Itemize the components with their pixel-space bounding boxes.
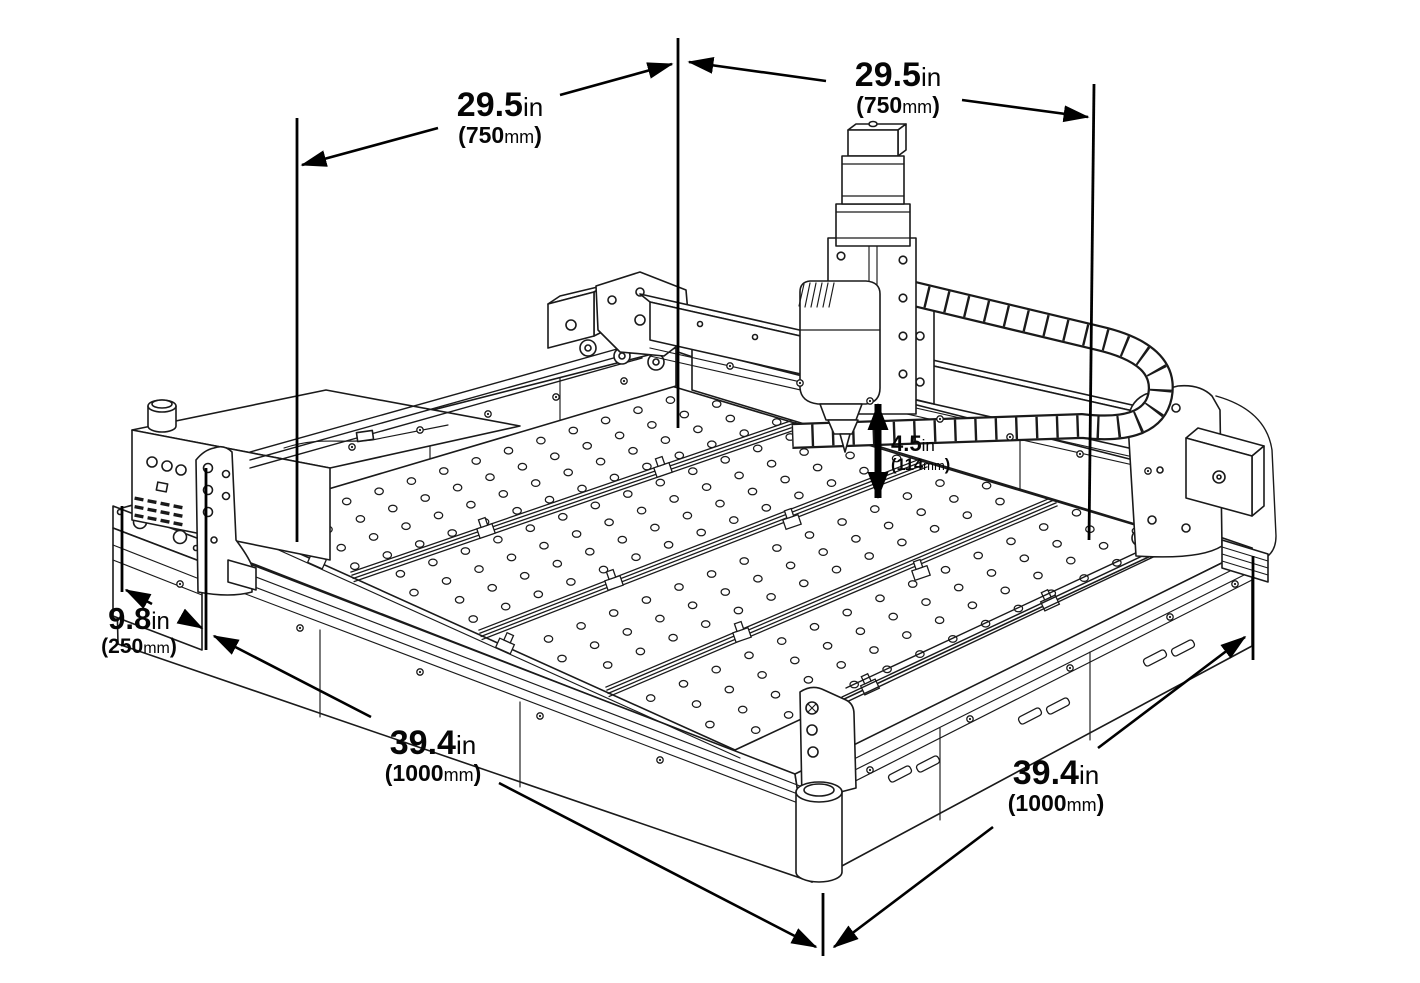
dimension-label-y-left: 39.4in (1000mm): [384, 724, 482, 787]
drag-chain: [791, 279, 1174, 449]
dimension-label-z-clearance: 4.5in (114mm): [891, 431, 951, 474]
dimension-rail-offset: [124, 588, 204, 630]
panel-screws: [176, 362, 1239, 774]
connector-port: [161, 460, 173, 472]
usb-port: [155, 481, 169, 493]
vent-slots: [134, 496, 183, 527]
collet-nut: [827, 419, 859, 435]
connector-port: [146, 456, 158, 468]
y-rail-right: [837, 535, 1173, 707]
dimension-label-y-right: 39.4in (1000mm): [1007, 754, 1105, 817]
stepper-motor: [835, 120, 911, 247]
dimension-x-left: [300, 62, 674, 167]
dimension-label-x-right: 29.5in (750mm): [854, 56, 942, 119]
hose-holder-cylinder: [795, 781, 843, 883]
foot-block: [1221, 539, 1269, 583]
gantry-left-plate: [547, 271, 691, 371]
dimension-annotations: [120, 38, 1255, 956]
dimension-label-x-left: 29.5in (750mm): [456, 86, 544, 149]
front-corner-plate: [799, 686, 857, 803]
extension-line: [1087, 83, 1096, 541]
spindle: [798, 280, 881, 453]
cable-connector: [355, 429, 375, 443]
dimension-x-right: [687, 56, 1090, 123]
estop-button: [147, 399, 177, 433]
y-motor: [1185, 427, 1265, 517]
clamp-rails: [350, 418, 1058, 698]
y-rail-left: [249, 341, 643, 469]
connector-port: [175, 464, 187, 476]
dimension-y-right: [832, 635, 1247, 949]
dimension-label-rail-offset: 9.8in (250mm): [101, 601, 177, 659]
skirt-slots: [887, 639, 1196, 783]
y-plate-front-left: [195, 445, 257, 596]
dimension-y-left: [212, 634, 818, 949]
spindle-bit: [839, 433, 851, 453]
